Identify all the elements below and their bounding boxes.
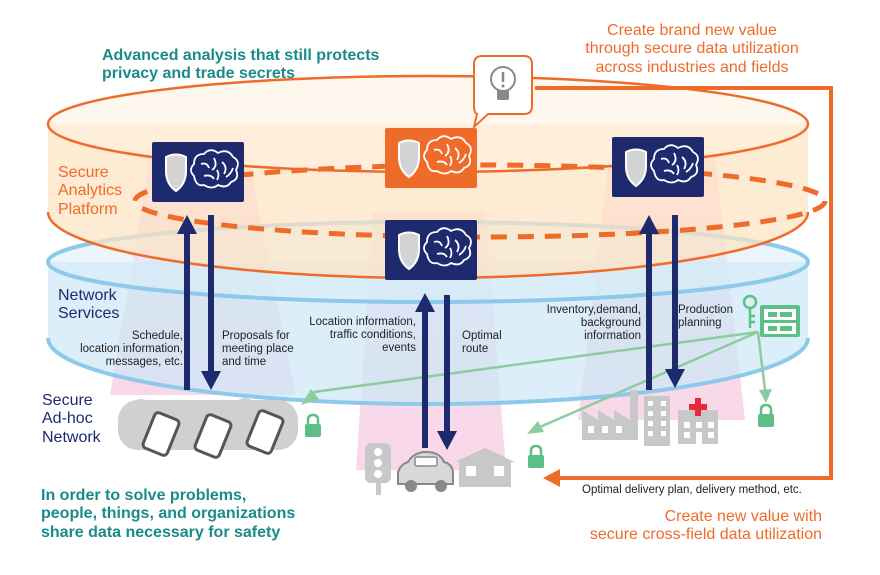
schedule-flow-label: Schedule, location information, messages… <box>80 330 183 369</box>
cross-field-connector <box>535 86 833 487</box>
inventory-flow-label: Inventory,demand, background information <box>546 304 641 343</box>
analytics-box-top-icon <box>384 127 478 189</box>
server-icon <box>760 305 800 337</box>
lock-icon <box>303 413 323 439</box>
analytics-box-right-icon <box>611 136 705 198</box>
delivery-flow-label: Optimal delivery plan, delivery method, … <box>582 484 802 496</box>
optimal-route-flow-label: Optimal route <box>462 330 502 356</box>
analytics-box-left-icon <box>151 141 245 203</box>
secure-analytics-platform-label: Secure Analytics Platform <box>58 164 123 218</box>
lightbulb-icon <box>472 55 533 130</box>
create-brand-new-value-heading: Create brand new value through secure da… <box>585 22 799 76</box>
factory-icon <box>582 390 638 440</box>
key-icon <box>742 294 758 328</box>
office-building-icon <box>644 396 670 446</box>
dashed-data-ring <box>132 162 828 240</box>
data-arrows <box>177 215 685 450</box>
house-icon <box>455 448 515 487</box>
lock-icon <box>526 444 546 470</box>
lock-icon <box>756 403 776 429</box>
proposals-flow-label: Proposals for meeting place and time <box>222 330 294 369</box>
car-icon <box>397 450 454 492</box>
hospital-icon <box>678 398 718 444</box>
solve-problems-heading: In order to solve problems, people, thin… <box>41 487 296 541</box>
network-services-label: Network Services <box>58 287 120 323</box>
production-flow-label: Production planning <box>678 304 733 330</box>
advanced-analysis-heading: Advanced analysis that still protects pr… <box>102 47 380 83</box>
people-device-group <box>118 398 298 459</box>
cross-field-value-heading: Create new value with secure cross-field… <box>589 508 822 544</box>
green-data-lines <box>301 330 772 434</box>
location-traffic-flow-label: Location information, traffic conditions… <box>309 316 416 355</box>
analytics-box-center-icon <box>384 219 478 281</box>
secure-adhoc-network-label: Secure Ad-hoc Network <box>42 392 101 446</box>
traffic-light-icon <box>365 443 391 495</box>
tablet-icon <box>141 409 285 459</box>
